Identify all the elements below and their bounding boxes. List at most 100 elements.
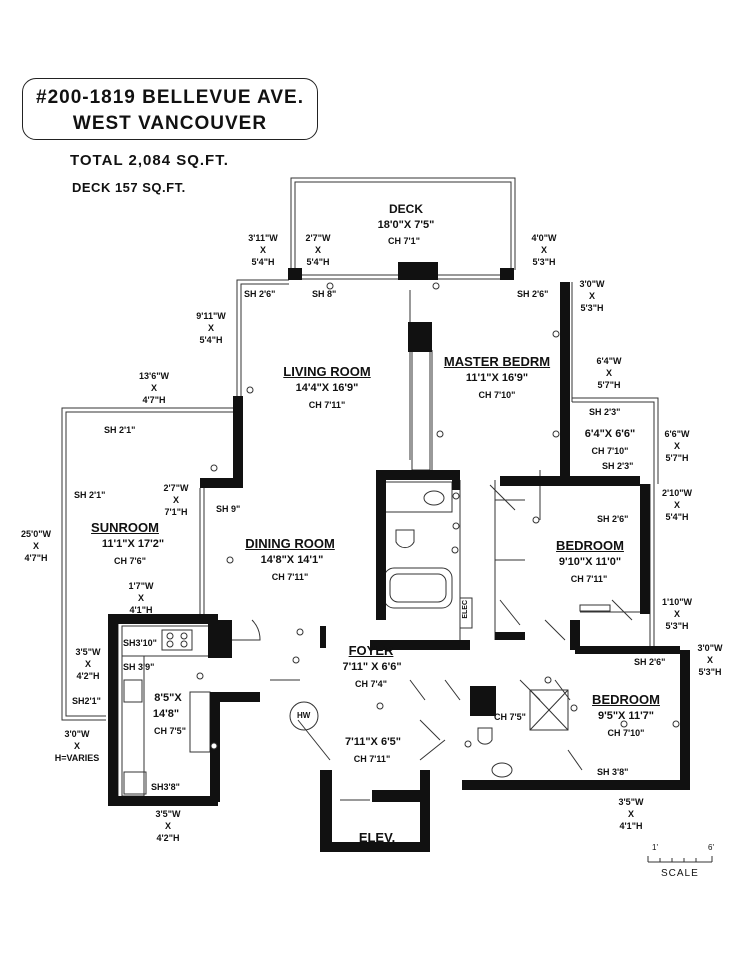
elec-label: ELEC (462, 600, 469, 619)
sunroom-glazing-inner (65, 411, 233, 717)
foyer-ceiling: CH 7'4" (355, 679, 387, 689)
dining-room-ceiling: CH 7'11" (271, 572, 309, 582)
shower (529, 689, 569, 731)
shelf-label: SH 2'6" (597, 514, 629, 524)
hot-water-tank (289, 701, 319, 731)
deck-size: 18'0"X 7'5" (377, 219, 435, 231)
kitchen-fridge (123, 771, 147, 795)
shelf-label: SH 3'8" (597, 767, 629, 777)
shelf-label: SH 2'3" (589, 407, 621, 417)
deck-outline-inner (294, 181, 512, 270)
bedroom-2-size: 9'5"X 11'7" (597, 710, 655, 722)
shelf-label: SH 2'6" (634, 657, 666, 667)
shelf-label: SH 2'6" (244, 289, 276, 299)
bedroom-2-ceiling: CH 7'10" (607, 728, 645, 738)
shelf-label: SH 2'1" (104, 425, 136, 435)
scale-start: 1' (652, 843, 658, 852)
toilet1 (395, 529, 415, 549)
master-closet-rod (411, 349, 431, 471)
shelf-label: SH3'10" (123, 638, 157, 648)
scale-end: 6' (708, 843, 714, 852)
living-window (236, 279, 289, 396)
living-room-ceiling: CH 7'11" (308, 400, 346, 410)
closet-window (572, 401, 655, 484)
deck-area: DECK 157 SQ.FT. (72, 180, 186, 195)
address-box: #200-1819 BELLEVUE AVE. WEST VANCOUVER (22, 78, 318, 140)
foyer-label: FOYER (348, 643, 394, 658)
dining-room-label: DINING ROOM (245, 536, 335, 551)
address-line-2: WEST VANCOUVER (72, 113, 268, 134)
living-room-label: LIVING ROOM (283, 364, 371, 379)
foyer-size: 7'11" X 6'6" (342, 661, 402, 673)
bedroom-1-ceiling: CH 7'11" (570, 574, 608, 584)
deck-ceiling: CH 7'1" (388, 236, 420, 246)
shelf-label: SH 8" (312, 289, 337, 299)
walk-in-closet-size: 6'4"X 6'6" (584, 428, 636, 440)
hall-size: 7'11"X 6'5" (344, 736, 402, 748)
sunroom-ceiling: CH 7'6" (114, 556, 146, 566)
shelf-label: SH 9" (216, 504, 241, 514)
scale-label: SCALE (661, 868, 699, 879)
bathtub-inner (389, 573, 447, 603)
bedroom-1-size: 9'10"X 11'0" (558, 556, 622, 568)
living-window-inner (240, 283, 289, 396)
kitchen-sink (123, 679, 143, 703)
basin (423, 490, 445, 506)
elevator-label: ELEV. (358, 830, 396, 845)
sunroom-size: 11'1"X 17'2" (101, 538, 165, 550)
shelf-label: SH 2'1" (74, 490, 106, 500)
master-bedroom-ceiling: CH 7'10" (478, 390, 516, 400)
kitchen-ceiling: CH 7'5" (154, 726, 186, 736)
closet-window2 (572, 397, 659, 484)
walk-in-closet-ceiling: CH 7'10" (591, 446, 629, 456)
bedroom-1-label: BEDROOM (556, 538, 624, 553)
bath-2-ceiling: CH 7'5" (494, 712, 526, 722)
shelf-label: SH 2'3" (602, 461, 634, 471)
sunroom-label: SUNROOM (91, 520, 159, 535)
hot-water-label: HW (297, 711, 311, 720)
kitchen-size-1: 8'5"X (154, 692, 182, 704)
toilet2 (477, 727, 493, 745)
address-line-1: #200-1819 BELLEVUE AVE. (36, 87, 304, 108)
elec-panel (459, 597, 473, 629)
walls (108, 262, 690, 852)
living-room-size: 14'4"X 16'9" (295, 382, 359, 394)
basin2 (491, 762, 513, 778)
shelf-label: SH2'1" (72, 696, 101, 706)
bedroom-2-label: BEDROOM (592, 692, 660, 707)
kitchen-size-2: 14'8" (152, 708, 180, 720)
deck-label: DECK (388, 202, 424, 216)
shelf-label: SH3'8" (151, 782, 180, 792)
shelf-label: SH 3'9" (123, 662, 155, 672)
master-bedroom-label: MASTER BEDRM (443, 354, 551, 369)
hall-ceiling: CH 7'11" (353, 754, 391, 764)
vanity (383, 481, 453, 513)
dining-room-size: 14'8"X 14'1" (260, 554, 324, 566)
total-area: TOTAL 2,084 SQ.FT. (70, 152, 229, 169)
deck-outline (290, 177, 516, 270)
kitchen-island (189, 691, 211, 753)
master-bedroom-size: 11'1"X 16'9" (465, 372, 529, 384)
shelf-label: SH 2'6" (517, 289, 549, 299)
kitchen-cooktop (161, 629, 193, 651)
kitchen-counter-left (121, 655, 145, 797)
